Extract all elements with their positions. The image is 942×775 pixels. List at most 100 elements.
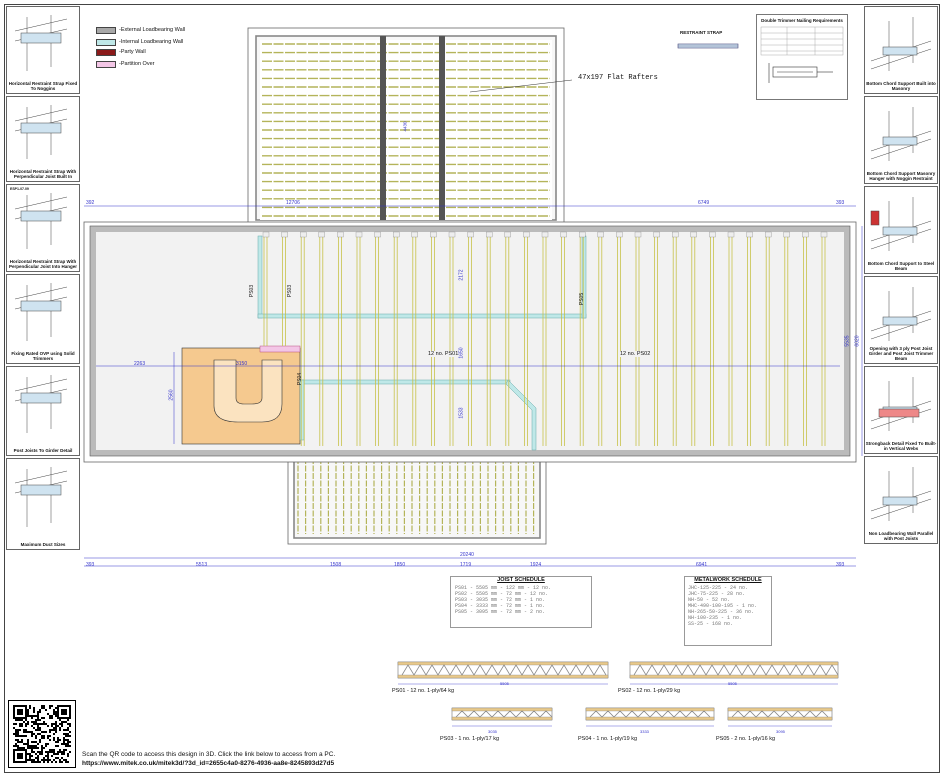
legend-swatch xyxy=(96,60,116,68)
joist-hanger xyxy=(411,231,418,238)
legend-swatch xyxy=(96,48,116,56)
footer-instructions: Scan the QR code to access this design i… xyxy=(82,751,336,758)
detail-drawing-icon xyxy=(14,193,68,249)
detail-panel-title: Fixing Rated OVP using Solid Trimmers xyxy=(11,351,75,361)
main-floor xyxy=(83,221,857,463)
legend-label: -Partition Over xyxy=(119,61,155,67)
legend-swatch xyxy=(96,38,116,46)
legend-swatch xyxy=(96,26,116,34)
detail-panel-title: Horizontal Restraint Strap Fixed To Nogg… xyxy=(8,81,78,91)
legend-label: -External Loadbearing Wall xyxy=(119,27,186,33)
joist-hanger xyxy=(318,231,325,238)
detail-drawing-icon xyxy=(14,15,68,71)
legend-item-internal-wall: -Internal Loadbearing Wall xyxy=(96,38,183,46)
beam-b01-right xyxy=(439,36,445,220)
truss-elevation xyxy=(629,661,839,685)
dim-side-a: 2263 xyxy=(134,361,146,367)
qr-code[interactable] xyxy=(8,700,76,768)
truss-elevation xyxy=(585,707,715,727)
joist-hanger xyxy=(393,231,400,238)
rafter-zone xyxy=(247,27,565,225)
joist-hanger xyxy=(653,231,660,238)
joist-row: PS03 - 3035 mm - 72 mm - 1 no. xyxy=(455,597,546,603)
detail-panel-title: Bottom Chord Support Built into Masonry xyxy=(866,81,936,91)
dim-top-left-end: 392 xyxy=(86,200,95,206)
legend-label: -Party Wall xyxy=(119,49,146,55)
detail-panel-title: Bottom Chord Support to Steel Beam xyxy=(867,261,935,271)
detail-panel-right: Bottom Chord Support to Steel Beam xyxy=(864,186,938,274)
joist-hanger xyxy=(262,231,270,238)
detail-panel-title: Bottom Chord Support Masonry Hanger with… xyxy=(866,171,936,181)
joist-row: PS02 - 5505 mm - 72 mm - 12 no. xyxy=(455,591,549,597)
joist-hanger xyxy=(430,231,437,238)
joist-hanger xyxy=(337,231,344,238)
dim-bottom: 1850 xyxy=(394,562,406,568)
legend-label: -Internal Loadbearing Wall xyxy=(119,39,184,45)
joist-hanger xyxy=(597,231,604,238)
joist-hanger xyxy=(504,231,511,238)
joist-hanger xyxy=(486,231,493,238)
detail-drawing-icon xyxy=(14,375,68,433)
detail-panel-left: Horizontal Restraint Strap Fixed To Nogg… xyxy=(6,6,80,94)
joist-hanger xyxy=(467,231,474,238)
legend-item-partition-over: -Partition Over xyxy=(96,60,154,68)
detail-panel-right: Non Loadbearing Wall Parallel with Post … xyxy=(864,456,938,544)
truss-dim-ps02: 5505 xyxy=(728,681,737,686)
nailing-table: Double Trimmer Nailing Requirements xyxy=(756,14,848,100)
detail-panel-left: Horizontal Restraint Strap With Perpendi… xyxy=(6,184,80,272)
detail-panel-right: Strongback Detail Fixed To Built-in Vert… xyxy=(864,366,938,454)
detail-drawing-icon xyxy=(14,283,68,341)
plan-label-ps01: 12 no. PS01 xyxy=(428,351,459,357)
joist-hanger xyxy=(281,231,288,238)
dim-top-left: 12706 xyxy=(286,200,300,206)
joist-hanger xyxy=(672,231,679,238)
dim-bottom: 1924 xyxy=(530,562,542,568)
detail-panel-right: Bottom Chord Support Built into Masonry xyxy=(864,6,938,94)
detail-panel-title: Strongback Detail Fixed To Built-in Vert… xyxy=(865,441,937,451)
joist-hanger xyxy=(634,231,642,238)
footer-link[interactable]: https://www.mitek.co.uk/mitek3d/?3d_id=2… xyxy=(82,760,335,767)
sheet-border xyxy=(4,4,940,773)
detail-drawing-icon xyxy=(870,377,932,431)
detail-panel-title: Horizontal Restraint Strap With Perpendi… xyxy=(9,169,77,179)
truss-caption-ps05: PS05 - 2 no. 1-ply/16 kg xyxy=(716,736,776,742)
detail-panel-right: Bottom Chord Support Masonry Hanger with… xyxy=(864,96,938,184)
truss-dim-ps04: 3333 xyxy=(640,729,649,734)
beam-b01-left xyxy=(380,36,386,220)
joist-hanger xyxy=(541,231,549,238)
joist-hanger xyxy=(727,231,735,238)
detail-drawing-icon xyxy=(870,467,932,521)
detail-panel-left: Maximum Duct Sizes xyxy=(6,458,80,550)
truss-caption-ps01: PS01 - 12 no. 1-ply/64 kg xyxy=(392,688,455,694)
joist-hanger xyxy=(355,231,363,238)
dim-bottom: 1719 xyxy=(460,562,472,568)
detail-drawing-icon xyxy=(870,197,932,251)
metalwork-row: JHC-125-225 - 24 no. xyxy=(688,585,749,591)
dim-bottom: 5513 xyxy=(196,562,208,568)
plan-label-ps02: 12 no. PS02 xyxy=(620,351,651,357)
joist-row: PS04 - 3333 mm - 72 mm - 1 no. xyxy=(455,603,546,609)
joist-schedule-title: JOIST SCHEDULE xyxy=(497,577,545,583)
truss-caption-ps03: PS03 - 1 no. 1-ply/17 kg xyxy=(440,736,500,742)
truss-elevation xyxy=(727,707,833,727)
joist-row: PS01 - 5505 mm - 122 mm - 12 no. xyxy=(455,585,552,591)
detail-panel-title: Opening with 3 ply Post Joist Girder and… xyxy=(868,346,934,361)
truss-dim-ps01: 5505 xyxy=(500,681,509,686)
detail-drawing-icon xyxy=(870,17,932,71)
dim-bottom: 393 xyxy=(86,562,95,568)
joist-hanger xyxy=(616,231,623,238)
detail-drawing-icon xyxy=(14,105,68,159)
rafter-leader xyxy=(469,79,573,93)
detail-drawing-icon xyxy=(870,107,932,161)
truss-caption-ps04: PS04 - 1 no. 1-ply/19 kg xyxy=(578,736,638,742)
joist-hanger xyxy=(690,231,697,238)
joist-hanger xyxy=(448,231,456,238)
joist-hanger xyxy=(523,231,530,238)
joist-hanger xyxy=(783,231,790,238)
detail-panel-left: Fixing Rated OVP using Solid Trimmers xyxy=(6,274,80,364)
rafter-zone-bottom xyxy=(287,453,547,545)
plan-label-b01: B01 xyxy=(382,30,390,35)
metalwork-row: JHC-75-225 - 28 no. xyxy=(688,591,746,597)
joist-hanger xyxy=(765,231,772,238)
truss-elevation xyxy=(397,661,609,685)
